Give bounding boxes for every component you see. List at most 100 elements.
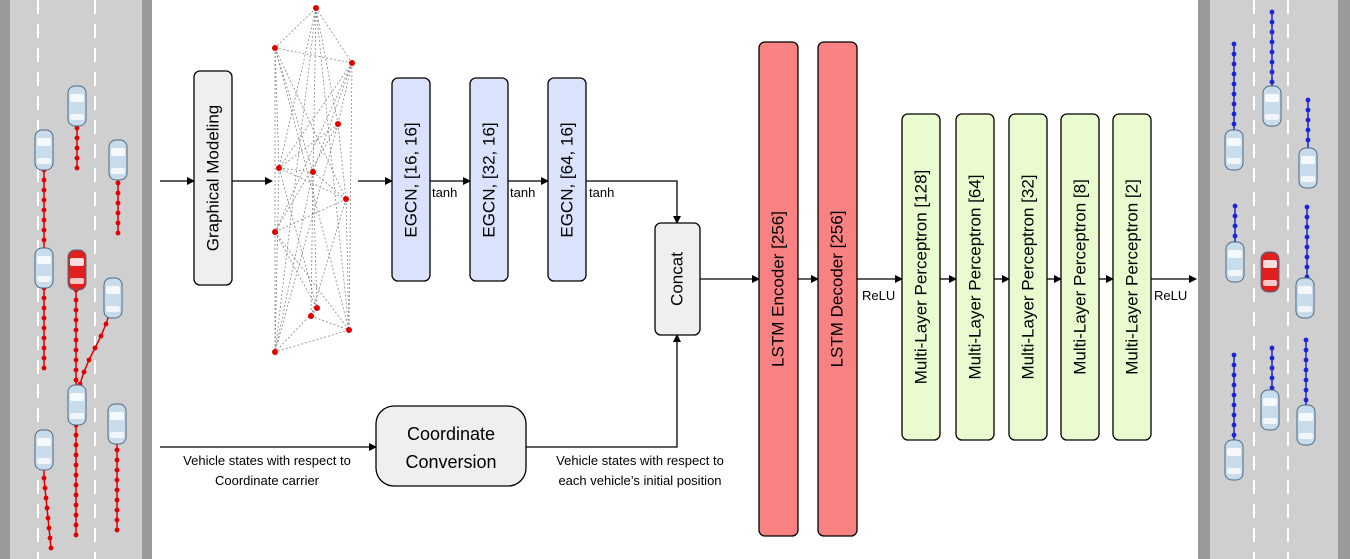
egcn-label-2: EGCN, [32, 16]: [480, 122, 499, 237]
trajectory-point: [1231, 41, 1237, 47]
vehicle-icon: [107, 403, 127, 445]
trajectory-point: [1269, 59, 1275, 65]
trajectory-point: [73, 307, 79, 313]
trajectory-point: [1232, 233, 1238, 239]
graph-edge: [278, 7, 317, 169]
vehicle-icon: [1298, 147, 1318, 189]
trajectory-point: [1303, 367, 1309, 373]
vehicle-icon: [1262, 85, 1282, 127]
trajectory-point: [73, 357, 79, 363]
trajectory-point: [1269, 49, 1275, 55]
trajectory-point: [114, 497, 120, 503]
trajectory-point: [114, 457, 120, 463]
graph-node: [343, 196, 349, 202]
graph-edge: [274, 7, 317, 49]
trajectory-point: [73, 492, 79, 498]
vehicle-icon: [103, 277, 123, 319]
trajectory-point: [115, 230, 121, 236]
graph-edge: [274, 47, 353, 64]
graph-edge: [274, 329, 350, 353]
trajectory-point: [114, 477, 120, 483]
trajectory-point: [41, 295, 47, 301]
trajectory-point: [1304, 244, 1310, 250]
vehicle-icon: [1225, 241, 1245, 283]
graph-edge: [278, 167, 314, 173]
trajectory-point: [73, 297, 79, 303]
input-caption-line1: Vehicle states with respect to: [183, 453, 351, 468]
output-road-scene: [1198, 0, 1350, 559]
graph-edge: [274, 7, 317, 353]
graph-edge: [310, 315, 350, 331]
tanh-label-2: tanh: [510, 185, 535, 200]
graph-node: [272, 229, 278, 235]
lstm-decoder-block: LSTM Decoder [256]: [817, 41, 858, 537]
graph-edge: [278, 167, 318, 309]
trajectory-point: [1304, 264, 1310, 270]
trajectory-point: [41, 325, 47, 331]
coordinate-conversion-line1: Coordinate: [407, 424, 495, 444]
lstm-encoder-block: LSTM Encoder [256]: [758, 41, 799, 537]
trajectory-point: [1231, 111, 1237, 117]
egcn-label-3: EGCN, [64, 16]: [558, 122, 577, 237]
trajectory-point: [1303, 387, 1309, 393]
graph-edge: [312, 7, 317, 173]
trajectory-point: [73, 377, 79, 383]
graph-edge: [312, 171, 347, 200]
trajectory-point: [41, 305, 47, 311]
trajectory-point: [1304, 254, 1310, 260]
egcn-block-1: EGCN, [16, 16]: [391, 77, 431, 282]
trajectory-point: [1303, 397, 1309, 403]
vehicle-icon: [67, 249, 87, 291]
trajectory-point: [1269, 345, 1275, 351]
trajectory-point: [73, 452, 79, 458]
trajectory-point: [1269, 385, 1275, 391]
trajectory-point: [98, 333, 104, 339]
graph-node: [335, 121, 341, 127]
concat-block: Concat: [654, 222, 701, 336]
trajectory-point: [73, 472, 79, 478]
trajectory-point: [74, 145, 80, 151]
graph-edge: [274, 231, 350, 331]
trajectory-point: [115, 220, 121, 226]
trajectory-point: [73, 462, 79, 468]
graph-edge: [274, 47, 280, 169]
graph-edge: [315, 7, 350, 331]
trajectory-point: [1269, 29, 1275, 35]
vehicle-icon: [34, 129, 54, 171]
trajectory-point: [103, 321, 109, 327]
graph-edge: [345, 198, 350, 331]
input-caption-line2: Coordinate carrier: [215, 473, 320, 488]
trajectory-point: [73, 512, 79, 518]
graph-edge: [310, 198, 347, 317]
trajectory-point: [114, 517, 120, 523]
graph-node: [313, 5, 319, 11]
mlp-label-3: Multi-Layer Perceptron [32]: [1019, 174, 1038, 379]
trajectory-point: [1269, 355, 1275, 361]
trajectory-point: [1231, 101, 1237, 107]
trajectory-point: [41, 315, 47, 321]
trajectory-point: [1305, 127, 1311, 133]
trajectory-point: [81, 369, 87, 375]
arrow-coordconv-concat: [526, 334, 681, 448]
coordinate-conversion-block: Coordinate Conversion: [375, 405, 527, 487]
trajectory-point: [1231, 412, 1237, 418]
trajectory-point: [1269, 9, 1275, 15]
output-caption-line2: each vehicle’s initial position: [558, 473, 721, 488]
tanh-label-1: tanh: [432, 185, 457, 200]
mlp-block-1: Multi-Layer Perceptron [128]: [901, 113, 941, 441]
trajectory-point: [41, 197, 47, 203]
trajectory-point: [1231, 362, 1237, 368]
trajectory-point: [115, 200, 121, 206]
graph-edge: [274, 231, 318, 309]
trajectory-point: [41, 475, 47, 481]
trajectory-point: [1231, 51, 1237, 57]
trajectory-point: [48, 545, 54, 551]
trajectory-point: [1231, 392, 1237, 398]
trajectory-point: [1231, 91, 1237, 97]
graph-edge: [337, 62, 353, 125]
trajectory-point: [1304, 224, 1310, 230]
graph-edge: [278, 62, 353, 169]
graph-edge: [274, 198, 347, 233]
trajectory-point: [114, 447, 120, 453]
